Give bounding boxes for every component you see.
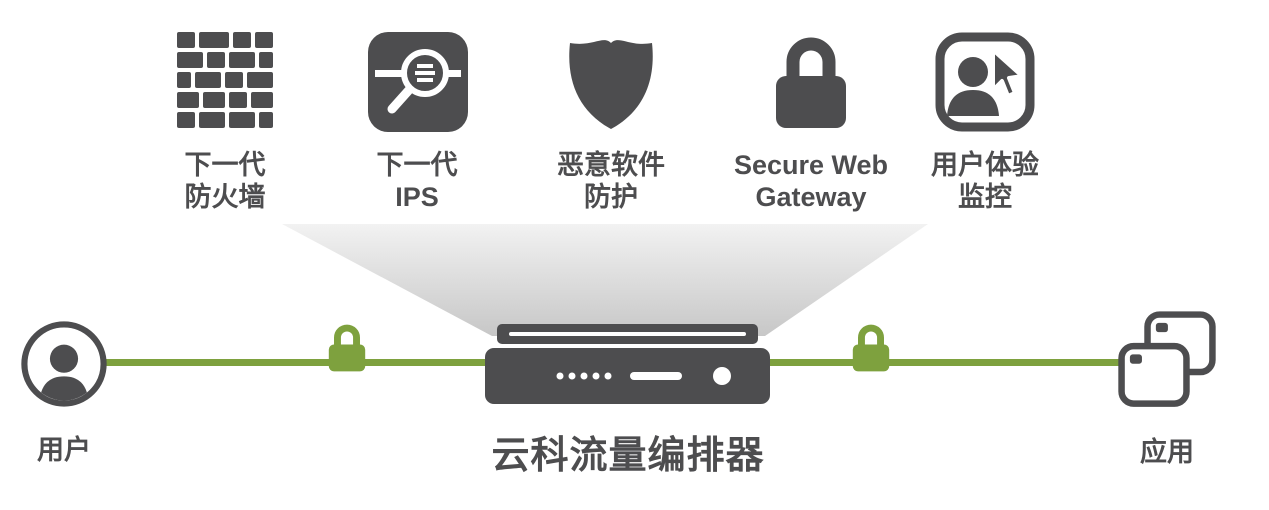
secure-web-gateway-lock-icon [761, 28, 861, 136]
service-label-malware: 恶意软件 防护 [557, 150, 665, 212]
malware-shield-icon [561, 26, 661, 138]
firewall-brick-icon [175, 28, 275, 136]
funnel-shape [260, 224, 950, 336]
service-label-ips: 下一代 IPS [376, 150, 458, 212]
ips-magnifier-icon [368, 28, 468, 136]
encryption-lock-left-icon [321, 320, 373, 376]
applications-label: 应用 [1140, 437, 1194, 467]
service-label-firewall: 下一代 防火墙 [184, 150, 266, 212]
encryption-lock-right-icon [845, 320, 897, 376]
device-title: 云科流量编排器 [491, 435, 765, 477]
user-experience-monitor-icon [935, 28, 1035, 136]
applications-icon [1116, 308, 1218, 412]
service-label-uem: 用户体验 监控 [931, 150, 1039, 212]
service-label-swg: Secure Web Gateway [733, 150, 889, 212]
orchestrator-appliance [485, 324, 770, 404]
user-label: 用户 [37, 435, 91, 465]
user-icon [20, 320, 108, 408]
